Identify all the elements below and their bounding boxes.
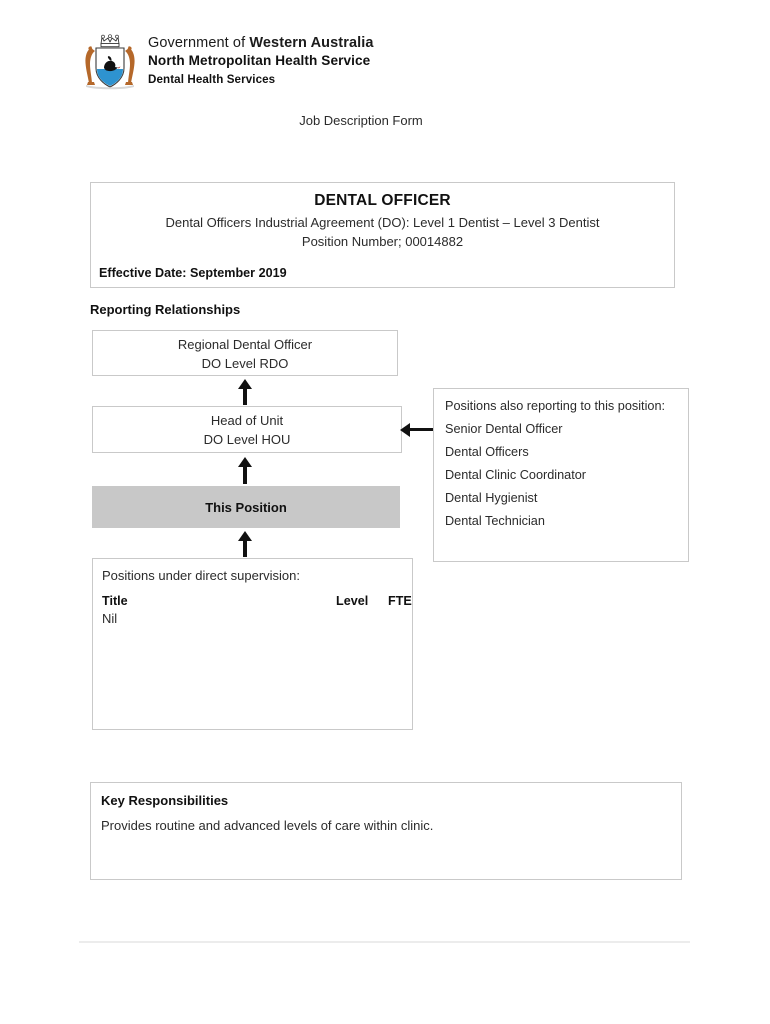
arrow-head [238, 457, 252, 467]
org-box-rdo-title: Regional Dental Officer [177, 337, 313, 352]
org-box-rdo-level: DO Level RDO [201, 356, 289, 371]
dental-health-services-line: Dental Health Services [148, 73, 276, 86]
government-prefix: Government of [148, 35, 250, 51]
masthead: Government of Western Australia North Me… [82, 30, 374, 92]
also-reporting-panel: Positions also reporting to this positio… [433, 388, 689, 562]
table-header-row: Title Level FTE [102, 594, 412, 611]
arrow-shaft [407, 428, 433, 431]
key-responsibilities-panel: Key Responsibilities Provides routine an… [90, 782, 682, 880]
key-responsibilities-heading: Key Responsibilities [101, 793, 229, 808]
arrow-up-icon [238, 531, 252, 557]
this-position-label: This Position [205, 499, 287, 515]
page-title: DENTAL OFFICER [314, 192, 451, 209]
document-subtitle: Job Description Form [299, 113, 423, 128]
industrial-agreement-text: Dental Officers Industrial Agreement (DO… [165, 215, 600, 230]
org-box-hou-title: Head of Unit [210, 413, 284, 428]
cell-title: Nil [102, 611, 118, 626]
direct-supervision-panel: Positions under direct supervision: Titl… [92, 558, 413, 730]
arrow-shaft [243, 538, 247, 557]
list-item: Dental Hygienist [445, 491, 538, 505]
column-header-title: Title [102, 594, 128, 608]
arrow-head [400, 423, 410, 437]
list-item: Senior Dental Officer [445, 422, 563, 436]
also-reporting-intro: Positions also reporting to this positio… [445, 399, 666, 413]
direct-supervision-intro: Positions under direct supervision: [102, 568, 300, 583]
org-box-regional-dental-officer: Regional Dental Officer DO Level RDO [92, 330, 398, 376]
arrow-up-icon [238, 457, 252, 484]
arrow-head [238, 531, 252, 541]
position-title-box: DENTAL OFFICER Dental Officers Industria… [90, 182, 675, 288]
org-box-head-of-unit: Head of Unit DO Level HOU [92, 406, 402, 453]
list-item: Dental Officers [445, 445, 529, 459]
health-service-line: North Metropolitan Health Service [148, 53, 371, 68]
column-header-fte: FTE [388, 594, 412, 608]
position-number-text: Position Number; 00014882 [301, 234, 464, 249]
government-state: Western Australia [249, 35, 374, 51]
government-line: Government of Western Australia [148, 34, 374, 52]
direct-supervision-table: Title Level FTE Nil [102, 594, 412, 629]
reporting-relationships-heading: Reporting Relationships [90, 302, 241, 317]
table-row: Nil [102, 611, 398, 629]
arrow-head [238, 379, 252, 389]
arrow-up-icon [238, 379, 252, 405]
effective-date-text: Effective Date: September 2019 [99, 266, 287, 280]
arrow-shaft [243, 386, 247, 405]
also-reporting-list: Senior Dental Officer Dental Officers De… [434, 422, 688, 528]
org-box-hou-level: DO Level HOU [203, 432, 291, 447]
arrow-left-icon [400, 423, 433, 437]
masthead-text: Government of Western Australia North Me… [148, 30, 374, 88]
wa-state-crest-icon [82, 30, 138, 92]
list-item: Dental Clinic Coordinator [445, 468, 587, 482]
key-responsibilities-text: Provides routine and advanced levels of … [101, 818, 434, 833]
org-box-this-position: This Position [92, 486, 400, 528]
footer-divider [79, 941, 690, 943]
list-item: Dental Technician [445, 514, 545, 528]
column-header-level: Level [336, 594, 369, 608]
arrow-shaft [243, 464, 247, 484]
